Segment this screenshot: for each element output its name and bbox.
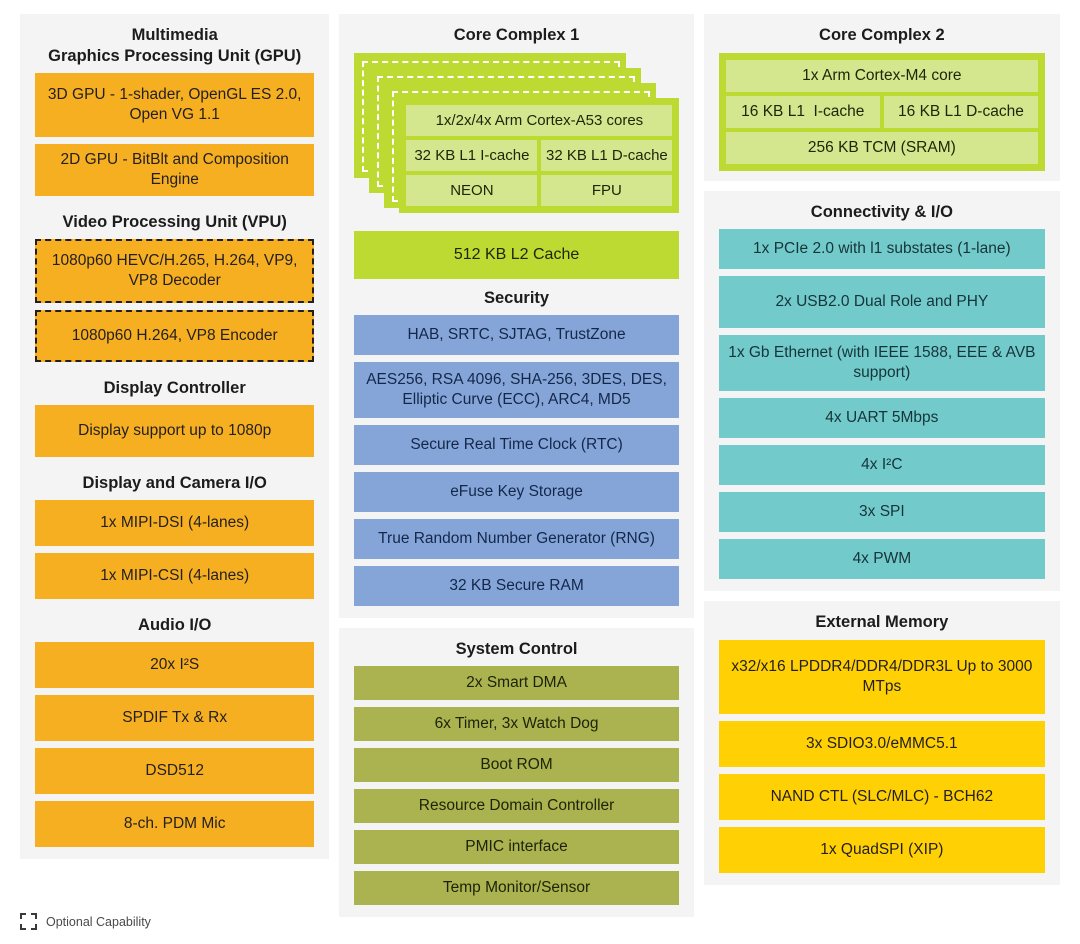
block-video-encoder[interactable]: 1080p60 H.264, VP8 Encoder <box>35 310 315 363</box>
cell-fpu[interactable]: FPU <box>541 174 673 206</box>
block-secure-rtc[interactable]: Secure Real Time Clock (RTC) <box>354 424 679 465</box>
block-nand-ctl[interactable]: NAND CTL (SLC/MLC) - BCH62 <box>718 773 1045 820</box>
cell-m4-l1-dcache[interactable]: 16 KB L1 D-cache <box>883 95 1039 128</box>
cell-m4-core[interactable]: 1x Arm Cortex-M4 core <box>725 59 1038 92</box>
optional-capability-swatch-icon <box>20 913 37 930</box>
block-pwm[interactable]: 4x PWM <box>718 539 1045 580</box>
block-quadspi[interactable]: 1x QuadSPI (XIP) <box>718 826 1045 873</box>
block-i2c[interactable]: 4x I²C <box>718 445 1045 486</box>
audio-io-title: Audio I/O <box>138 616 212 635</box>
security-title: Security <box>483 288 550 307</box>
cell-a53-cores[interactable]: 1x/2x/4x Arm Cortex-A53 cores <box>406 104 673 136</box>
core-card-stack: 1x/2x/4x Arm Cortex-A53 cores 32 KB L1 I… <box>354 52 680 223</box>
block-mipi-csi[interactable]: 1x MIPI-CSI (4-lanes) <box>35 553 315 600</box>
gpu-title: Graphics Processing Unit (GPU) <box>48 46 302 65</box>
cc2-row-core: 1x Arm Cortex-M4 core <box>725 59 1038 92</box>
block-spi[interactable]: 3x SPI <box>718 492 1045 533</box>
block-usb2[interactable]: 2x USB2.0 Dual Role and PHY <box>718 276 1045 329</box>
block-efuse-key-storage[interactable]: eFuse Key Storage <box>354 471 679 512</box>
panel-core-complex-2: Core Complex 2 1x Arm Cortex-M4 core 16 … <box>703 14 1060 181</box>
column-connectivity-memory: Core Complex 2 1x Arm Cortex-M4 core 16 … <box>703 14 1060 885</box>
core-row-l1: 32 KB L1 I-cache 32 KB L1 D-cache <box>406 139 673 171</box>
multimedia-title: Multimedia <box>131 26 218 44</box>
panel-title-multimedia: Multimedia Graphics Processing Unit (GPU… <box>35 22 314 73</box>
cell-l1-dcache[interactable]: 32 KB L1 D-cache <box>541 139 673 171</box>
block-pdm-mic[interactable]: 8-ch. PDM Mic <box>35 801 315 848</box>
column-core-security: Core Complex 1 1x/2x/4x Arm Cortex-A53 c… <box>339 14 694 918</box>
block-timer-watchdog[interactable]: 6x Timer, 3x Watch Dog <box>354 707 679 742</box>
vpu-title: Video Processing Unit (VPU) <box>62 213 287 232</box>
cell-tcm-sram[interactable]: 256 KB TCM (SRAM) <box>725 131 1038 164</box>
cc2-row-l1: 16 KB L1 I-cache 16 KB L1 D-cache <box>725 95 1039 128</box>
block-hab-srtc[interactable]: HAB, SRTC, SJTAG, TrustZone <box>354 314 679 355</box>
core-complex-1-title: Core Complex 1 <box>453 26 580 44</box>
panel-external-memory: External Memory x32/x16 LPDDR4/DDR4/DDR3… <box>703 601 1060 885</box>
cell-neon[interactable]: NEON <box>406 174 538 206</box>
display-controller-title: Display Controller <box>103 379 246 398</box>
core-row-neon-fpu: NEON FPU <box>406 174 673 206</box>
block-sdio-emmc[interactable]: 3x SDIO3.0/eMMC5.1 <box>718 720 1045 767</box>
block-trng[interactable]: True Random Number Generator (RNG) <box>354 518 679 559</box>
block-temp-monitor[interactable]: Temp Monitor/Sensor <box>354 871 679 906</box>
core-row-cores: 1x/2x/4x Arm Cortex-A53 cores <box>406 104 673 136</box>
panel-system-control: System Control 2x Smart DMA 6x Timer, 3x… <box>339 627 694 918</box>
core-complex-2-title: Core Complex 2 <box>819 26 945 44</box>
block-crypto-algorithms[interactable]: AES256, RSA 4096, SHA-256, 3DES, DES, El… <box>354 361 679 418</box>
block-boot-rom[interactable]: Boot ROM <box>354 748 679 783</box>
block-resource-domain-controller[interactable]: Resource Domain Controller <box>354 789 679 824</box>
block-dsd512[interactable]: DSD512 <box>35 748 315 795</box>
block-l2-cache[interactable]: 512 KB L2 Cache <box>354 230 679 279</box>
column-multimedia: Multimedia Graphics Processing Unit (GPU… <box>20 14 330 860</box>
block-spdif[interactable]: SPDIF Tx & Rx <box>35 695 315 742</box>
block-lpddr4[interactable]: x32/x16 LPDDR4/DDR4/DDR3L Up to 3000 MTp… <box>718 639 1045 714</box>
block-gb-ethernet[interactable]: 1x Gb Ethernet (with IEEE 1588, EEE & AV… <box>718 335 1045 392</box>
block-3d-gpu[interactable]: 3D GPU - 1-shader, OpenGL ES 2.0, Open V… <box>35 73 315 138</box>
cc2-row-tcm: 256 KB TCM (SRAM) <box>725 131 1038 164</box>
system-control-title: System Control <box>455 639 578 658</box>
cell-m4-l1-icache[interactable]: 16 KB L1 I-cache <box>725 95 880 128</box>
legend: Optional Capability <box>20 913 151 930</box>
core-card-front: 1x/2x/4x Arm Cortex-A53 cores 32 KB L1 I… <box>399 97 680 213</box>
panel-core-complex-1: Core Complex 1 1x/2x/4x Arm Cortex-A53 c… <box>339 14 694 618</box>
connectivity-title: Connectivity & I/O <box>810 202 953 221</box>
cell-l1-icache[interactable]: 32 KB L1 I-cache <box>406 139 538 171</box>
block-smart-dma[interactable]: 2x Smart DMA <box>354 666 679 701</box>
legend-label: Optional Capability <box>46 914 151 929</box>
block-2d-gpu[interactable]: 2D GPU - BitBlt and Composition Engine <box>35 144 315 197</box>
panel-connectivity-io: Connectivity & I/O 1x PCIe 2.0 with l1 s… <box>703 190 1060 592</box>
external-memory-title: External Memory <box>815 613 949 632</box>
block-i2s[interactable]: 20x I²S <box>35 642 315 689</box>
block-mipi-dsi[interactable]: 1x MIPI-DSI (4-lanes) <box>35 500 315 547</box>
block-secure-ram[interactable]: 32 KB Secure RAM <box>354 565 679 606</box>
diagram-columns: Multimedia Graphics Processing Unit (GPU… <box>20 14 1060 918</box>
block-display-support[interactable]: Display support up to 1080p <box>35 405 315 458</box>
block-uart[interactable]: 4x UART 5Mbps <box>718 398 1045 439</box>
display-camera-io-title: Display and Camera I/O <box>82 474 267 493</box>
block-pmic-interface[interactable]: PMIC interface <box>354 830 679 865</box>
block-video-decoder[interactable]: 1080p60 HEVC/H.265, H.264, VP9, VP8 Deco… <box>35 239 315 304</box>
block-pcie[interactable]: 1x PCIe 2.0 with l1 substates (1-lane) <box>718 229 1045 270</box>
core-complex-2-card: 1x Arm Cortex-M4 core 16 KB L1 I-cache 1… <box>718 52 1045 171</box>
panel-multimedia: Multimedia Graphics Processing Unit (GPU… <box>20 14 330 860</box>
